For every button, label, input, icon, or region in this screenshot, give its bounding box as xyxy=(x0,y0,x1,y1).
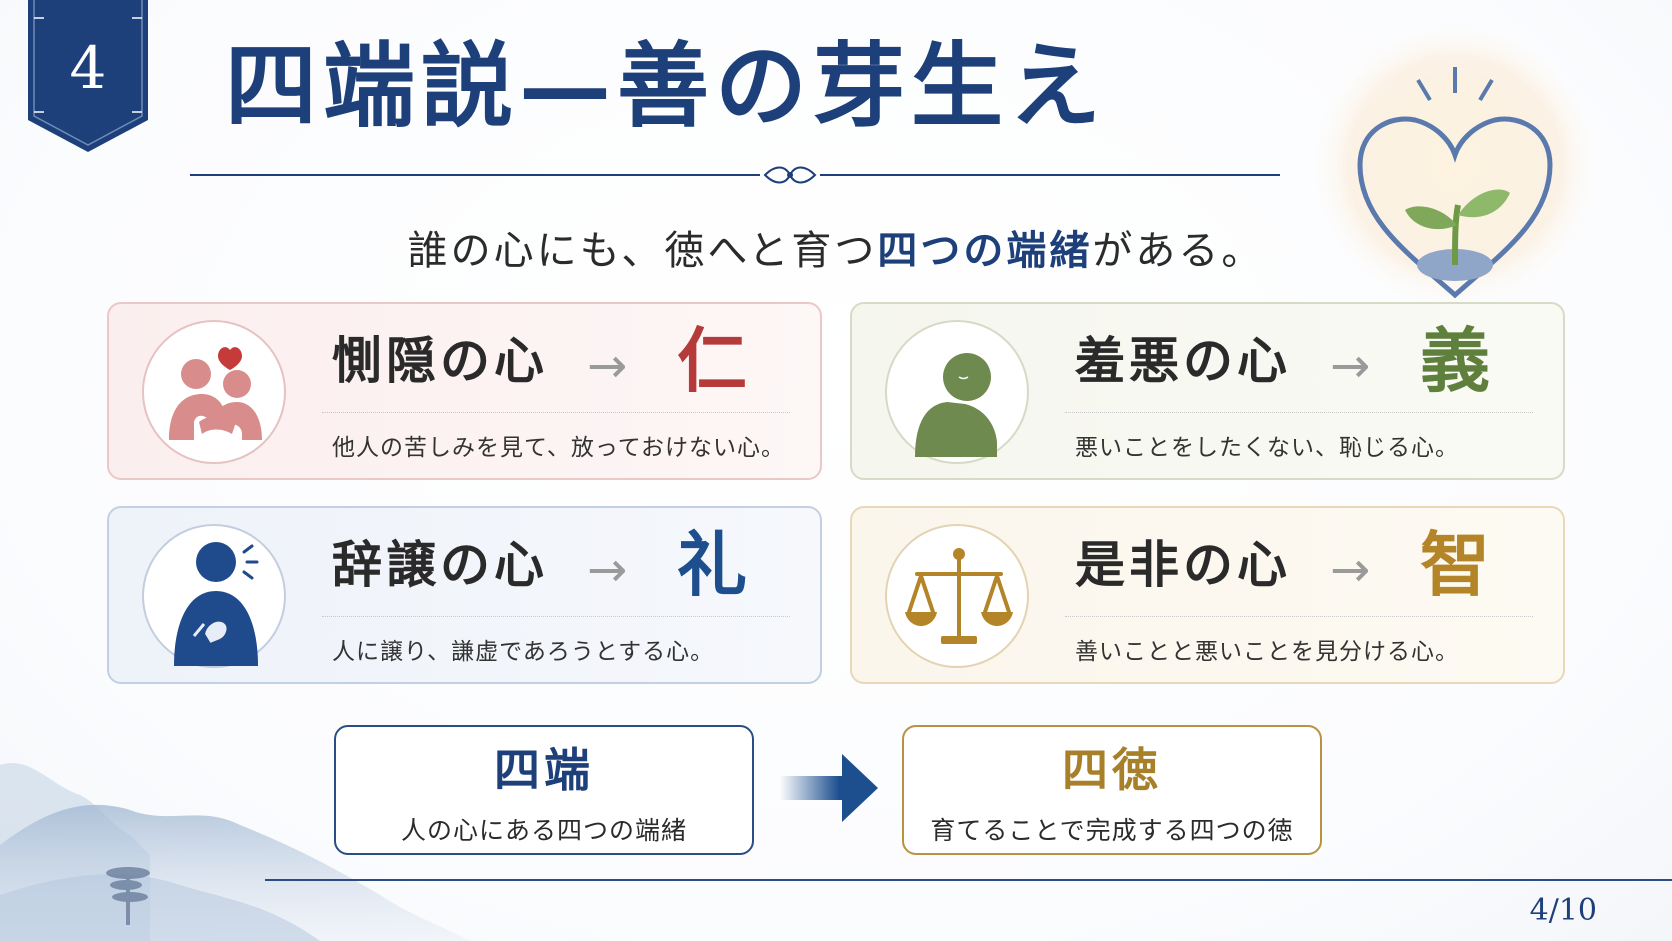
virtue-label: 仁 xyxy=(677,319,747,402)
card-icon-circle xyxy=(885,524,1029,668)
card-heading: 羞悪の心 xyxy=(1075,331,1291,390)
hand-on-heart-person-icon xyxy=(174,542,259,666)
card-divider xyxy=(322,616,790,617)
section-number: 4 xyxy=(69,34,107,102)
section-badge xyxy=(28,0,148,152)
card-icon-circle xyxy=(142,320,286,464)
arrow-icon: → xyxy=(1330,338,1371,394)
summary-caption: 育てることで完成する四つの徳 xyxy=(930,816,1294,845)
summary-title: 四端 xyxy=(494,743,594,797)
virtue-label: 智 xyxy=(1420,523,1490,606)
card-description: 悪いことをしたくない、恥じる心。 xyxy=(1075,435,1459,461)
card-modesty: 辞譲の心 → 礼 人に譲り、謙虚であろうとする心。 xyxy=(107,506,822,684)
bowed-head-person-icon xyxy=(915,353,997,457)
summary-box-four-beginnings: 四端 人の心にある四つの端緒 xyxy=(334,725,754,855)
embrace-heart-icon xyxy=(169,347,262,440)
title-ornament-rule xyxy=(190,166,1280,184)
footer-rule xyxy=(265,879,1672,881)
heart-sprout-icon xyxy=(1305,25,1605,315)
subtitle-highlight: 四つの端緒 xyxy=(877,227,1093,274)
summary-caption: 人の心にある四つの端緒 xyxy=(400,816,687,845)
card-compassion: 惻隠の心 → 仁 他人の苦しみを見て、放っておけない心。 xyxy=(107,302,822,480)
card-description: 他人の苦しみを見て、放っておけない心。 xyxy=(332,435,786,461)
subtitle-text-end: がある。 xyxy=(1092,228,1265,274)
card-heading: 辞譲の心 xyxy=(332,535,548,594)
card-description: 人に譲り、謙虚であろうとする心。 xyxy=(332,639,715,665)
card-icon-circle xyxy=(142,524,286,668)
card-icon-circle xyxy=(885,320,1029,464)
slide-title: 四端説—善の芽生え xyxy=(225,32,1108,140)
right-arrow-icon xyxy=(780,754,878,822)
balance-scale-icon xyxy=(905,548,1013,644)
card-judgment: 是非の心 → 智 善いことと悪いことを見分ける心。 xyxy=(850,506,1565,684)
card-divider xyxy=(1065,616,1533,617)
virtue-label: 義 xyxy=(1420,319,1490,402)
card-heading: 是非の心 xyxy=(1075,535,1291,594)
summary-box-four-virtues: 四徳 育てることで完成する四つの徳 xyxy=(902,725,1322,855)
arrow-icon: → xyxy=(587,338,628,394)
card-divider xyxy=(322,412,790,413)
virtue-label: 礼 xyxy=(677,523,747,606)
card-heading: 惻隠の心 xyxy=(332,331,548,390)
summary-title: 四徳 xyxy=(1062,743,1162,797)
subtitle-text-start: 誰の心にも、徳へと育つ xyxy=(407,228,878,274)
arrow-icon: → xyxy=(1330,542,1371,598)
slide-subtitle: 誰の心にも、徳へと育つ四つの端緒がある。 xyxy=(0,218,1672,276)
card-shame: 羞悪の心 → 義 悪いことをしたくない、恥じる心。 xyxy=(850,302,1565,480)
mountain-landscape-decoration xyxy=(0,762,470,941)
page-number: 4/10 xyxy=(1529,893,1597,928)
card-divider xyxy=(1065,412,1533,413)
card-description: 善いことと悪いことを見分ける心。 xyxy=(1075,639,1459,665)
arrow-icon: → xyxy=(587,542,628,598)
